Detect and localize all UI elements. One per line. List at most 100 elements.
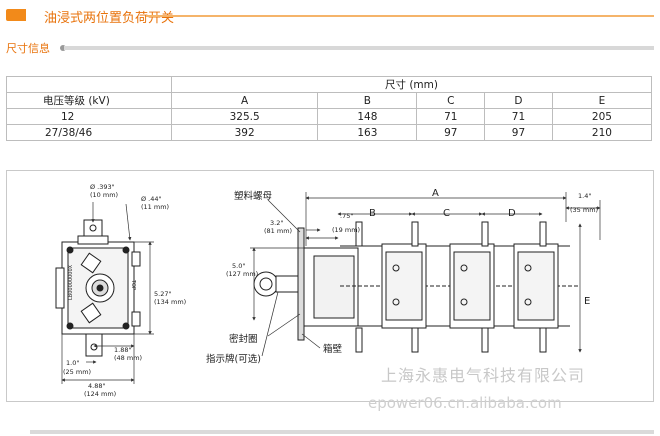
dim-offset-in: 1.88"	[114, 346, 131, 354]
dim-height-mm: (134 mm)	[154, 298, 186, 306]
table-row: 27/38/46 392 163 97 97 210	[6, 124, 653, 141]
watermark-company: 上海永惠电气科技有限公司	[381, 366, 586, 385]
table-cell: 163	[317, 124, 418, 141]
dim-32-in: 3.2"	[270, 219, 283, 227]
label-nut: 塑料螺母	[234, 190, 272, 202]
label-box: 箱壁	[323, 343, 343, 355]
drawing-frame	[6, 170, 654, 402]
front-top-flange	[77, 235, 109, 245]
terminal-post	[539, 221, 547, 247]
dim-50-mm: (127 mm)	[226, 270, 258, 278]
dim-c: C	[443, 208, 450, 219]
front-hub-center	[96, 284, 104, 292]
contact-module-2-inner	[453, 251, 491, 321]
header-tab-marker	[6, 9, 26, 21]
contact-point	[524, 264, 532, 272]
side-view-labels: 塑料螺母 密封圈 指示牌(可选) 箱壁 A B C D E 3.2" (81 m…	[206, 188, 598, 365]
table-cell: 392	[170, 124, 319, 141]
table-cell: 325.5	[170, 108, 319, 125]
front-dimension-lines	[61, 202, 154, 384]
front-tab-lower	[80, 302, 102, 324]
dim-line-hole	[125, 203, 132, 241]
leader-seal	[267, 313, 301, 337]
front-view	[55, 219, 141, 357]
front-stud	[66, 322, 74, 330]
label-serial: LB00000000X	[68, 264, 74, 300]
front-view-labels: Ø .393" (10 mm) Ø .44" (11 mm) 5.27" (13…	[63, 183, 186, 398]
watermark-site: epower06.cn.alibaba.com	[368, 394, 562, 412]
terminal-post	[411, 221, 419, 247]
table-cell: 210	[551, 124, 653, 141]
leader-indicator	[261, 291, 279, 357]
contact-module-3-inner	[517, 251, 555, 321]
contact-point	[460, 298, 468, 306]
table-row: 12 325.5 148 71 71 205	[6, 108, 653, 125]
front-right-bolt-top	[131, 251, 141, 267]
indicator-ring-hole	[259, 277, 273, 291]
dim-hole-in: Ø .44"	[141, 195, 162, 203]
dim-32-mm: (81 mm)	[264, 227, 292, 235]
label-indicator: 指示牌(可选)	[206, 353, 261, 365]
section-dot	[60, 45, 66, 51]
dim-d: D	[508, 208, 516, 219]
front-tab-upper	[80, 252, 102, 274]
dim-e: E	[584, 296, 590, 307]
contact-point	[460, 264, 468, 272]
front-right-bolt-bottom	[131, 311, 141, 327]
dim-75-in: .75"	[340, 212, 353, 220]
operating-shaft	[275, 275, 299, 293]
front-top-hole	[89, 224, 97, 232]
dim-b: B	[369, 208, 376, 219]
table-header-row: 电压等级 (kV) A B C D E	[6, 92, 653, 109]
contact-point	[392, 264, 400, 272]
front-stud	[122, 322, 130, 330]
tank-wall	[297, 227, 305, 341]
terminal-post	[355, 221, 363, 247]
contact-point	[392, 298, 400, 306]
page-header: 油浸式两位置负荷开关	[6, 4, 654, 26]
dim-width-mm: (124 mm)	[84, 390, 116, 398]
dim-top-in: Ø .393"	[90, 183, 115, 191]
terminal-post	[481, 327, 489, 353]
dim-offset-mm: (48 mm)	[114, 354, 142, 362]
front-stud	[122, 246, 130, 254]
table-cell: 97	[484, 124, 553, 141]
terminal-post	[481, 221, 489, 247]
section-title: 尺寸信息	[6, 42, 50, 55]
dim-14-mm: (35 mm)	[570, 206, 598, 214]
gland-inner	[313, 255, 355, 319]
terminal-post	[411, 327, 419, 353]
dim-75-mm: (19 mm)	[332, 226, 360, 234]
terminal-post	[355, 327, 363, 353]
side-view	[253, 221, 580, 353]
table-cell: 97	[416, 124, 486, 141]
leader-box	[301, 333, 321, 349]
page-title: 油浸式两位置负荷开关	[44, 11, 175, 26]
front-stud	[66, 246, 74, 254]
header-rule	[146, 15, 654, 17]
contact-point	[524, 298, 532, 306]
dim-width-in: 4.88"	[88, 382, 105, 390]
label-top: TOP	[130, 279, 136, 290]
dim-a: A	[432, 188, 439, 199]
section-header: 尺寸信息	[6, 40, 654, 56]
dim-top-mm: (10 mm)	[90, 191, 118, 199]
front-bottom-ear	[85, 333, 103, 357]
leader-nut	[267, 199, 301, 233]
dim-small-in: 1.0"	[66, 359, 79, 367]
dim-small-mm: (25 mm)	[63, 368, 91, 376]
dim-height-in: 5.27"	[154, 290, 171, 298]
section-rule	[64, 46, 654, 50]
bottom-rule	[30, 430, 654, 434]
dim-14-in: 1.4"	[578, 192, 591, 200]
dim-hole-mm: (11 mm)	[141, 203, 169, 211]
side-dimension-lines	[250, 192, 601, 357]
dimension-table: 尺寸 (mm) 电压等级 (kV) A B C D E 12 325.5 148…	[6, 76, 653, 141]
dim-50-in: 5.0"	[232, 262, 245, 270]
front-left-bolt	[55, 267, 65, 309]
row-label: 27/38/46	[6, 124, 172, 141]
label-seal: 密封圈	[229, 333, 258, 345]
contact-module-1-inner	[385, 251, 423, 321]
terminal-post	[539, 327, 547, 353]
